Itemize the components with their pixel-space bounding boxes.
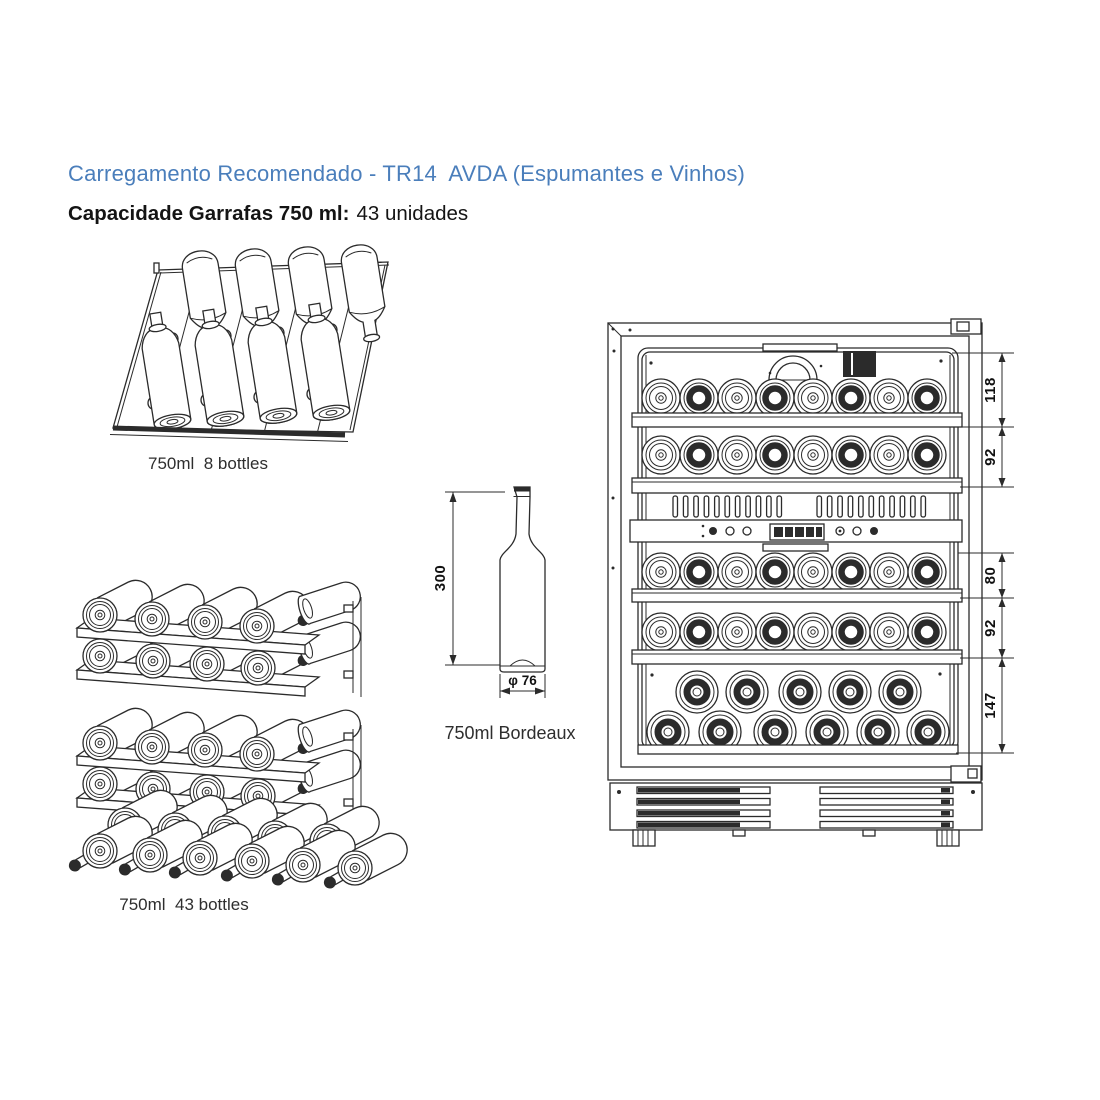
dim-label-118: 118	[982, 377, 999, 403]
bottle-diameter-label: φ 76	[508, 673, 537, 688]
panel-button	[852, 526, 862, 536]
panel-button	[725, 526, 735, 536]
page-title: Carregamento Recomendado - TR14 AVDA (Es…	[68, 161, 746, 186]
panel-button	[709, 527, 717, 535]
control-panel	[629, 519, 963, 552]
dim-label-92-bottom: 92	[982, 619, 999, 637]
dim-label-80: 80	[982, 567, 999, 585]
temperature-display	[769, 523, 825, 541]
stack-43-bottles-figure	[66, 553, 414, 892]
capacity-value: 43 unidades	[356, 202, 469, 225]
panel-button	[870, 527, 878, 535]
base-vent-left	[636, 786, 771, 829]
wine-cooler-front-view: 118 92 80 92 147	[607, 318, 1014, 847]
foot-left	[632, 829, 656, 847]
foot-right	[936, 829, 960, 847]
dimension-annotations: 118 92 80 92 147	[952, 352, 1014, 754]
capacity-label: Capacidade Garrafas 750 ml:	[68, 202, 350, 225]
dim-label-92-top: 92	[982, 448, 999, 466]
vent-slats	[672, 495, 927, 518]
bottle-height-label: 300	[432, 565, 449, 592]
shelf-8-bottles-figure	[109, 241, 391, 442]
capacity-line: Capacidade Garrafas 750 ml: 43 unidades	[68, 202, 468, 226]
panel-button	[742, 526, 752, 536]
base-vent-right	[819, 786, 954, 829]
bottle-caption: 750ml Bordeaux	[444, 723, 576, 743]
bordeaux-bottle-figure: 300 φ 76	[432, 486, 546, 698]
stack43-caption: 750ml 43 bottles	[119, 895, 249, 914]
dim-label-147: 147	[982, 692, 999, 719]
shelf8-caption: 750ml 8 bottles	[147, 454, 268, 473]
